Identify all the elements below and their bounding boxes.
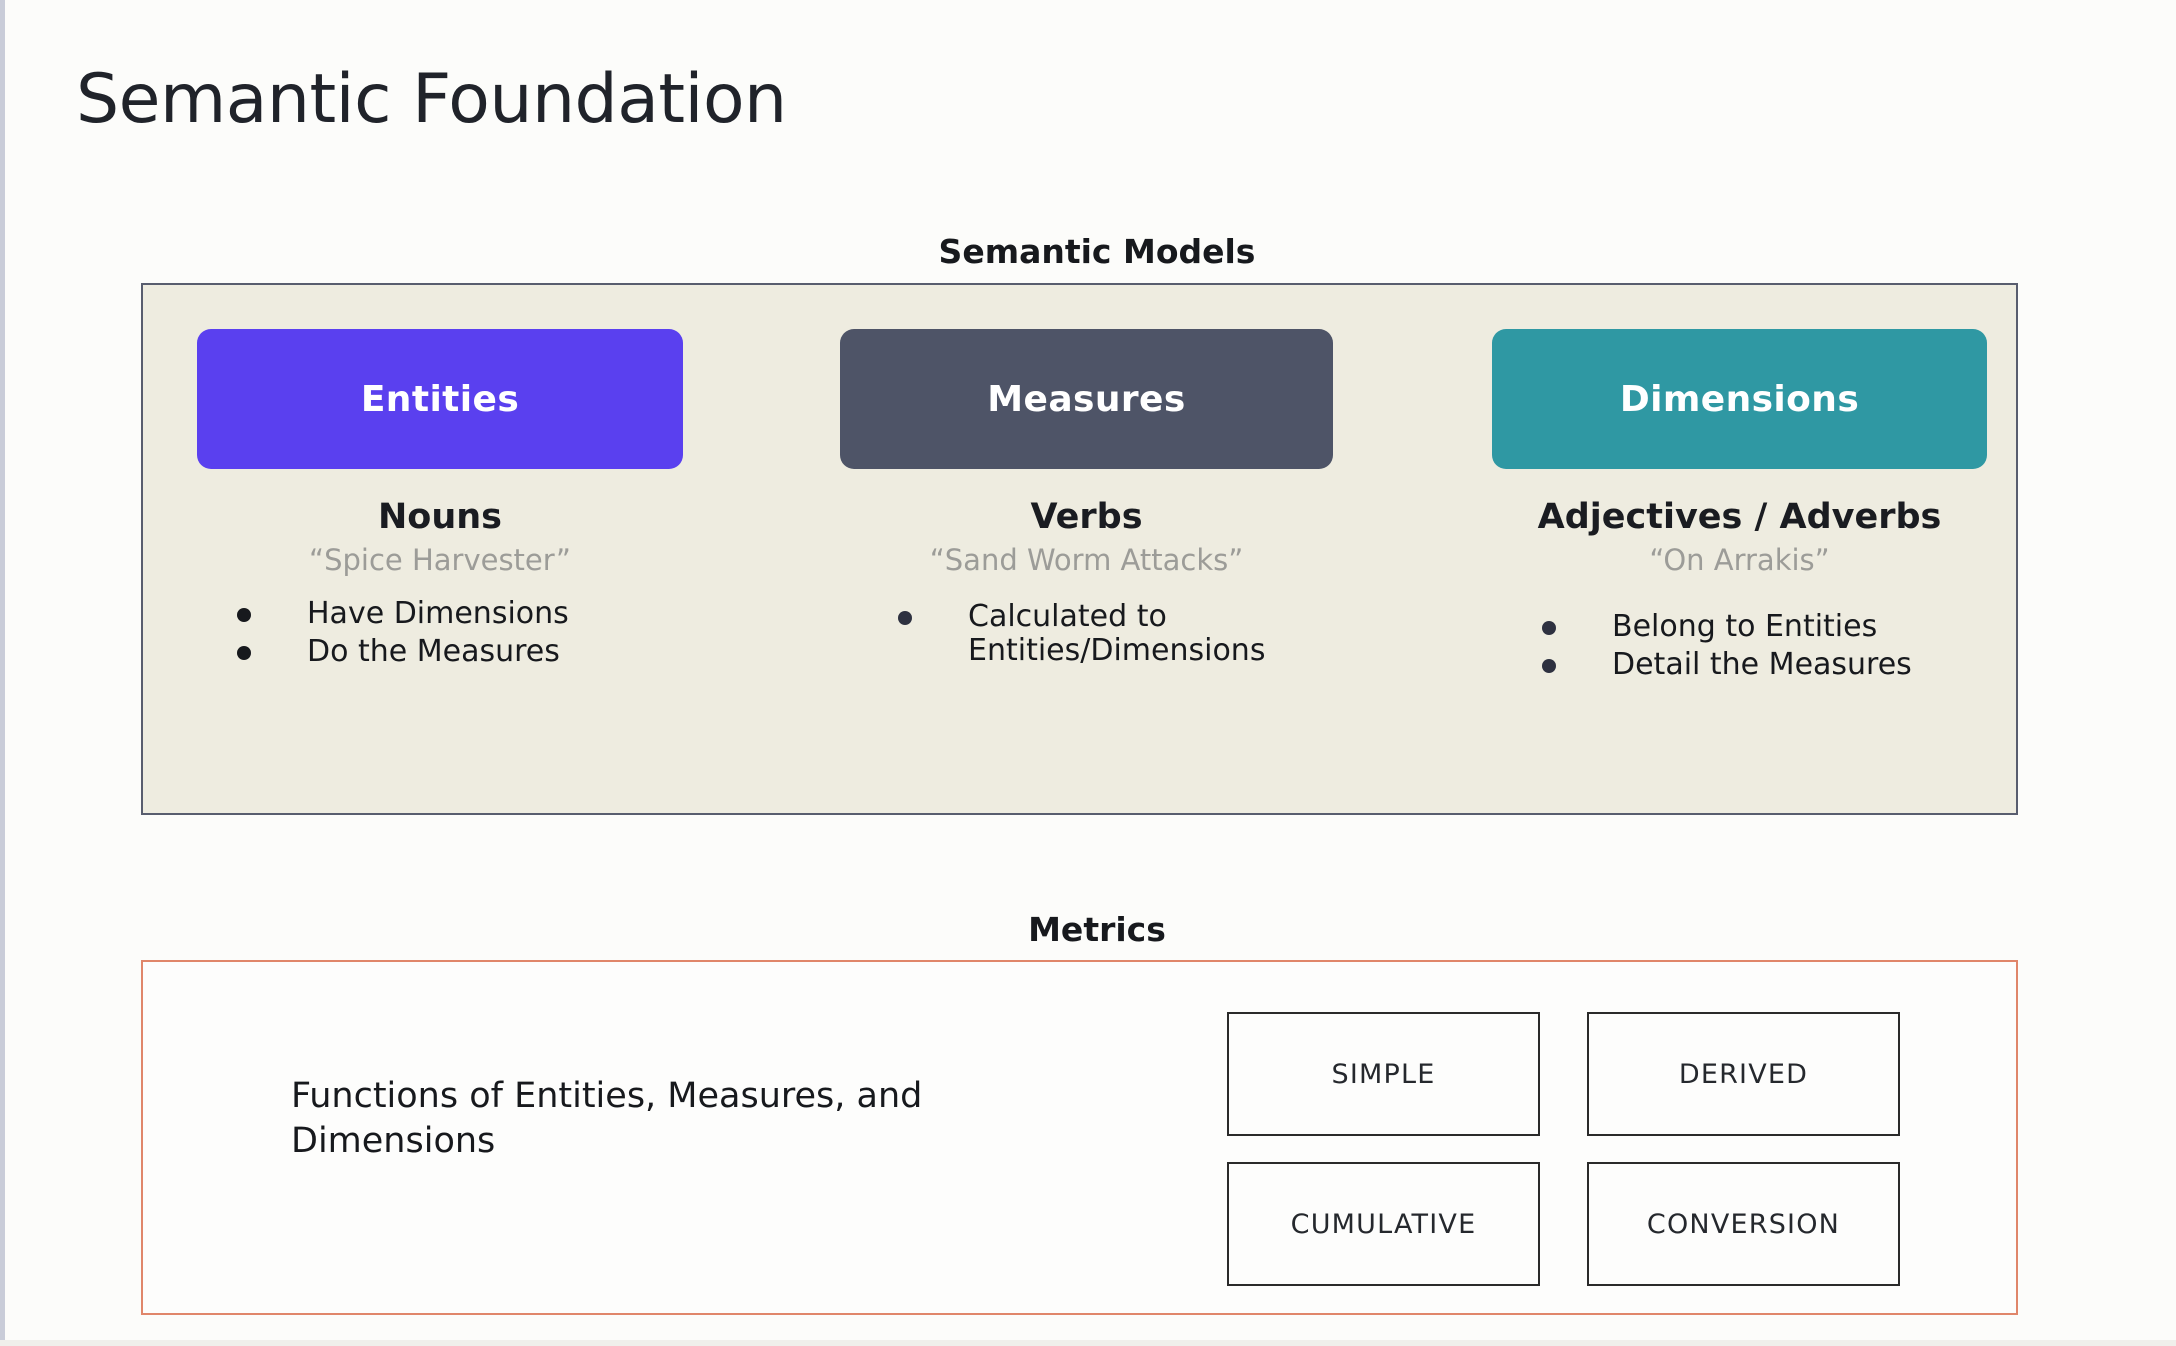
measures-card-label: Measures: [987, 378, 1186, 420]
dimensions-part-of-speech: Adjectives / Adverbs: [1537, 497, 1942, 537]
dimensions-bullet-1: Detail the Measures: [1612, 646, 1912, 682]
entities-card[interactable]: Entities: [197, 329, 683, 469]
bullet-dot-icon: [237, 645, 251, 660]
bullet-dot-icon: [1542, 621, 1556, 635]
metrics-heading: Metrics: [1028, 910, 1166, 949]
bullet-dot-icon: [898, 611, 912, 625]
entities-bullet-0: Have Dimensions: [307, 596, 569, 631]
entities-bullet-list: Have Dimensions Do the Measures: [237, 597, 569, 673]
dimensions-bullet-list: Belong to Entities Detail the Measures: [1542, 610, 1912, 686]
list-item: Detail the Measures: [1542, 646, 1912, 682]
entities-example: “Spice Harvester”: [309, 543, 571, 577]
metric-type-derived[interactable]: DERIVED: [1587, 1012, 1900, 1136]
list-item: Do the Measures: [237, 633, 569, 669]
bottom-edge-strip: [0, 1340, 2176, 1346]
semantic-model-column-entities: Entities Nouns “Spice Harvester” Have Di…: [197, 285, 683, 813]
semantic-model-column-measures: Measures Verbs “Sand Worm Attacks” Calcu…: [840, 285, 1333, 813]
semantic-model-column-dimensions: Dimensions Adjectives / Adverbs “On Arra…: [1492, 285, 1987, 813]
entities-bullet-1: Do the Measures: [307, 633, 560, 669]
measures-bullet-list: Calculated to Entities/Dimensions: [898, 600, 1265, 672]
bullet-dot-icon: [1542, 658, 1556, 673]
metric-type-grid: SIMPLE DERIVED CUMULATIVE CONVERSION: [1227, 1012, 1917, 1286]
list-item: Calculated to Entities/Dimensions: [898, 600, 1265, 668]
semantic-models-heading: Semantic Models: [938, 232, 1256, 271]
metric-type-conversion-label: CONVERSION: [1646, 1208, 1841, 1240]
dimensions-example: “On Arrakis”: [1649, 543, 1830, 577]
semantic-models-panel: Entities Nouns “Spice Harvester” Have Di…: [141, 283, 2018, 815]
page-title: Semantic Foundation: [76, 60, 787, 139]
left-edge-strip: [0, 0, 5, 1346]
list-item: Belong to Entities: [1542, 610, 1912, 644]
measures-part-of-speech: Verbs: [1030, 497, 1143, 537]
entities-part-of-speech: Nouns: [377, 497, 502, 537]
measures-bullet-0: Calculated to Entities/Dimensions: [968, 599, 1266, 668]
dimensions-card-label: Dimensions: [1619, 378, 1860, 420]
list-item: Have Dimensions: [237, 597, 569, 631]
metric-type-derived-label: DERIVED: [1678, 1058, 1809, 1090]
metrics-panel: Functions of Entities, Measures, and Dim…: [141, 960, 2018, 1315]
measures-card[interactable]: Measures: [840, 329, 1333, 469]
metrics-description: Functions of Entities, Measures, and Dim…: [291, 1076, 923, 1161]
bullet-dot-icon: [237, 608, 251, 622]
metric-type-simple[interactable]: SIMPLE: [1227, 1012, 1540, 1136]
metric-type-conversion[interactable]: CONVERSION: [1587, 1162, 1900, 1286]
measures-example: “Sand Worm Attacks”: [929, 543, 1244, 577]
metric-type-cumulative[interactable]: CUMULATIVE: [1227, 1162, 1540, 1286]
metric-type-cumulative-label: CUMULATIVE: [1290, 1208, 1477, 1240]
entities-card-label: Entities: [360, 378, 520, 420]
dimensions-card[interactable]: Dimensions: [1492, 329, 1987, 469]
dimensions-bullet-0: Belong to Entities: [1612, 609, 1878, 644]
metric-type-simple-label: SIMPLE: [1331, 1058, 1436, 1090]
